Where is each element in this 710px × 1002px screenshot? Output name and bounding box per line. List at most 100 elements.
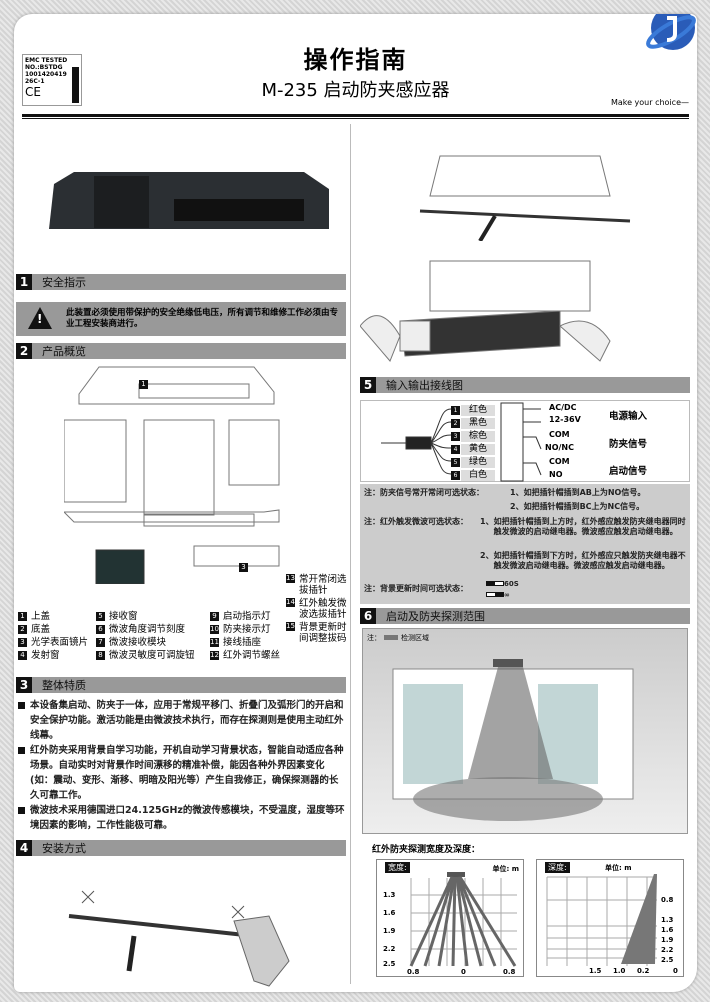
- section-title: 输入输出接线图: [386, 379, 463, 392]
- diagram-label-3: 3: [239, 561, 252, 574]
- section-2-header: 2 产品概览: [16, 343, 346, 359]
- section-3-header: 3 整体特质: [16, 677, 346, 693]
- wire-color-label: 棕色: [461, 431, 495, 442]
- section-title: 启动及防夹探测范围: [386, 610, 485, 623]
- section-number: 1: [16, 274, 32, 290]
- terminal-label: COM: [549, 430, 570, 439]
- chart-label: 深度:: [545, 862, 570, 873]
- emc-label: EMC TESTED NO.:BSTDG 1001420419 26C-1 CE: [22, 54, 82, 106]
- note-heading: 注：防夹信号常开常闭可选状态：: [364, 488, 484, 497]
- note-text: 如把插针帽插到BC上为NC信号。: [523, 502, 645, 511]
- wiring-notes: 注：防夹信号常开常闭可选状态： 1、如把插针帽插到AB上为NO信号。 2、如把插…: [360, 484, 690, 604]
- terminal-label: NO: [549, 470, 563, 479]
- y-tick: 0.8: [661, 896, 674, 904]
- installation-illustration: [68, 890, 290, 987]
- door-detection-diagram: [392, 659, 634, 821]
- y-tick: 2.2: [661, 946, 674, 954]
- feature-item: 本设备集启动、防夹于一体，应用于常规平移门、折叠门及弧形门的开启和安全保护功能。…: [16, 698, 346, 743]
- wire-bundle-icon: [381, 402, 542, 482]
- installation-step-1-illustration: [419, 155, 631, 241]
- terminal-label: COM: [549, 457, 570, 466]
- note-line: 1、如把插针帽插到上方时，红外感应触发防夹继电器同时触发微波的启动继电器。微波感…: [480, 517, 686, 537]
- width-chart: 宽度: 单位: m 1.3 1.6 1.9 2.2 2.5 0.8 0 0.8: [376, 859, 524, 977]
- feature-item: 红外防夹采用背景自学习功能，开机自动学习背景状态，智能自动适应各种场景。自动实时…: [16, 743, 346, 803]
- exploded-view-diagram: [64, 366, 280, 584]
- ce-mark: CE: [25, 85, 41, 99]
- y-tick: 1.3: [383, 891, 396, 899]
- note-text: 如把插针帽插到AB上为NO信号。: [523, 488, 646, 497]
- section-6-header: 6 启动及防夹探测范围: [360, 608, 690, 624]
- x-tick: 1.5: [589, 967, 602, 975]
- x-tick: 0.8: [503, 968, 516, 976]
- terminal-label: 12-36V: [549, 415, 581, 424]
- chart-unit: 单位: m: [492, 864, 519, 874]
- note-text: 如把插针帽插到下方时，红外感应只触发防夹继电器不触发微波启动继电器。微波感应触发…: [493, 551, 686, 570]
- x-tick: 0.8: [407, 968, 420, 976]
- section-number: 6: [360, 608, 376, 624]
- y-tick: 1.9: [661, 936, 674, 944]
- depth-chart: 深度: 单位: m 0.8 1.3 1.6 1.9 2.2 2.5 1.5 1.…: [536, 859, 684, 977]
- installation-step-2-illustration: [360, 260, 611, 362]
- wire-number: 1: [451, 406, 460, 415]
- chart-unit: 单位: m: [605, 863, 632, 873]
- detection-range-illustration: 注：检测区域: [362, 628, 688, 834]
- note-index: 2、: [480, 551, 494, 560]
- section-5-header: 5 输入输出接线图: [360, 377, 690, 393]
- section-title: 产品概览: [42, 345, 86, 358]
- diagram-label-1: 1: [139, 378, 152, 391]
- section-number: 4: [16, 840, 32, 856]
- wire-number: 6: [451, 471, 460, 480]
- emc-suffix: 26C-1: [25, 78, 45, 85]
- note-line: 1、如把插针帽插到AB上为NO信号。: [510, 488, 645, 498]
- note-index: 2、: [510, 502, 524, 511]
- note-line: 2、如把插针帽插到下方时，红外感应只触发防夹继电器不触发微波启动继电器。微波感应…: [480, 551, 686, 571]
- x-tick: 0.2: [637, 967, 650, 975]
- note-heading: 注：红外触发微波可选状态：: [364, 517, 468, 526]
- page-title: 操作指南: [303, 46, 408, 74]
- note-index: 1、: [510, 488, 524, 497]
- wire-color-label: 绿色: [461, 457, 495, 468]
- manual-page: EMC TESTED NO.:BSTDG 1001420419 26C-1 CE…: [14, 14, 697, 992]
- note-heading: 注：背景更新时间可选状态：: [364, 584, 468, 593]
- emc-title: EMC TESTED: [25, 57, 68, 64]
- terminal-group-label: 启动信号: [609, 466, 648, 477]
- wire-number: 5: [451, 458, 460, 467]
- safety-warning: ! 此装置必须使用带保护的安全绝缘低电压，所有调节和维修工作必须由专业工程安装商…: [16, 302, 346, 336]
- terminal-label: AC/DC: [549, 403, 577, 412]
- section-number: 5: [360, 377, 376, 393]
- emc-no: NO.:BSTDG: [25, 64, 63, 71]
- note-line: 2、如把插针帽插到BC上为NC信号。: [510, 502, 644, 512]
- x-tick: 0: [673, 967, 678, 975]
- note-text: 如把插针帽插到上方时，红外感应触发防夹继电器同时触发微波的启动继电器。微波感应触…: [493, 517, 686, 536]
- wire-number: 3: [451, 432, 460, 441]
- x-tick: 0: [461, 968, 466, 976]
- section-title: 整体特质: [42, 679, 86, 692]
- section-4-header: 4 安装方式: [16, 840, 346, 856]
- section-number: 2: [16, 343, 32, 359]
- y-tick: 2.5: [383, 960, 396, 968]
- note-index: 1、: [480, 517, 494, 526]
- brand-logo-icon: [646, 14, 696, 50]
- product-photo: [49, 172, 329, 229]
- section-title: 安装方式: [42, 842, 86, 855]
- y-tick: 1.6: [661, 926, 674, 934]
- dip-switch-infinite: ∞: [486, 591, 510, 600]
- y-tick: 2.5: [661, 956, 674, 964]
- section-number: 3: [16, 677, 32, 693]
- feature-item: 微波技术采用德国进口24.125GHz的微波传感模块，不受温度，湿度等环境因素的…: [16, 803, 346, 833]
- chart-label: 宽度:: [385, 862, 410, 873]
